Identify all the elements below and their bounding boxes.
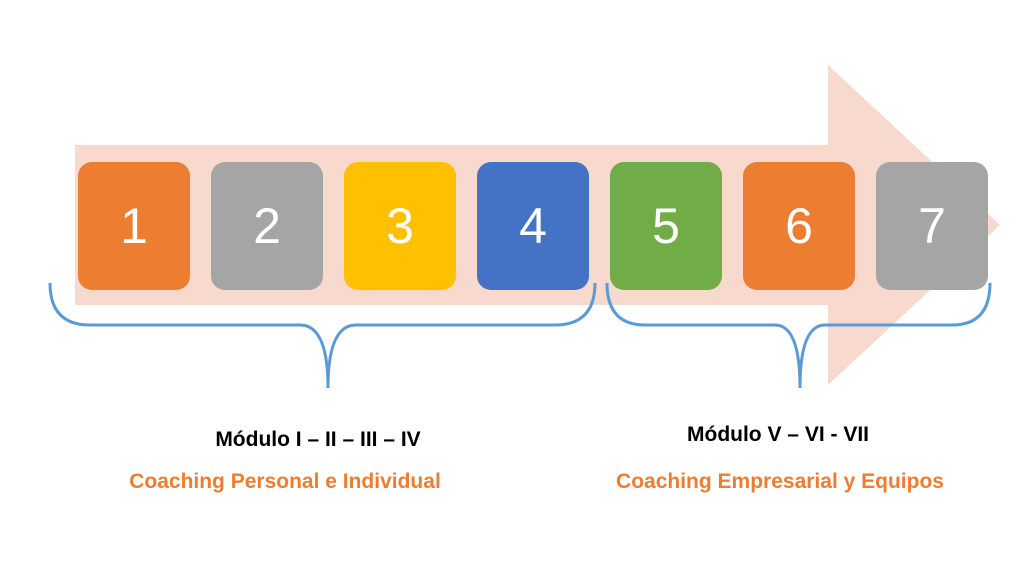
- step-number-4: 4: [519, 198, 547, 254]
- step-box-1: [78, 162, 190, 290]
- step-box-2: [211, 162, 323, 290]
- step-number-6: 6: [785, 198, 813, 254]
- step-box-6: [743, 162, 855, 290]
- step-number-2: 2: [253, 198, 281, 254]
- group-1-module: Módulo I – II – III – IV: [215, 428, 421, 451]
- step-box-4: [477, 162, 589, 290]
- group-2-module: Módulo V – VI - VII: [686, 423, 870, 446]
- step-box-7: [876, 162, 988, 290]
- step-number-3: 3: [386, 198, 414, 254]
- step-box-5: [610, 162, 722, 290]
- brace-group-2: [605, 282, 992, 389]
- group-1-title: Coaching Personal e Individual: [129, 470, 441, 493]
- step-number-5: 5: [652, 198, 680, 254]
- brace-group-1: [48, 282, 597, 389]
- step-box-3: [344, 162, 456, 290]
- step-number-1: 1: [120, 198, 148, 254]
- step-number-7: 7: [918, 198, 946, 254]
- group-2-title: Coaching Empresarial y Equipos: [616, 470, 944, 493]
